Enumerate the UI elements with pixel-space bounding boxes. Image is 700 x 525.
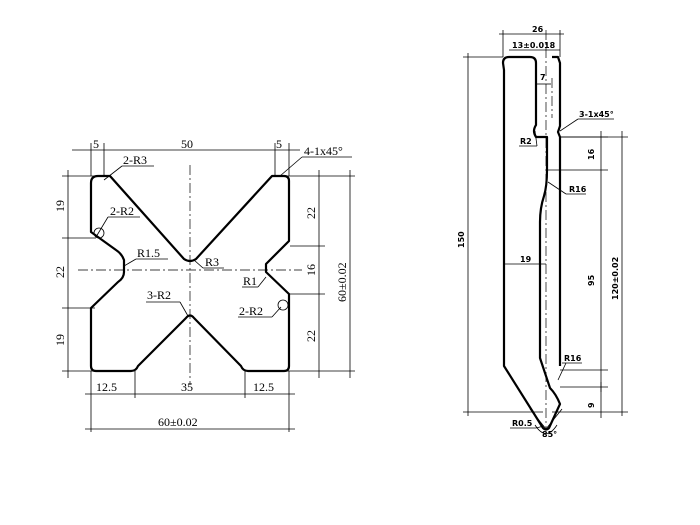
note-r0-5: R0.5 [512,419,533,428]
leader-line [559,118,579,132]
leader-line [271,306,282,318]
note-r3-center: R3 [205,255,219,269]
overall-height-label: 60±0.02 [335,262,349,302]
dim-7: 7 [540,73,546,82]
angle-arm [545,408,563,430]
leader-line [279,156,303,177]
leader-line [557,362,567,381]
dim-bottom-12-5-left: 12.5 [96,380,117,394]
note-r1-5: R1.5 [137,246,160,260]
x-block-outline [89,174,291,373]
dim-19: 19 [520,255,532,264]
leader-line [534,130,538,147]
leader-line [103,165,123,181]
dim-right-22-bottom: 22 [304,330,318,342]
dim-120-02: 120±0.02 [611,257,620,300]
leader-line [257,276,267,288]
leader-line [123,258,137,267]
note-r16-upper: R16 [569,185,587,194]
note-r1: R1 [243,274,257,288]
left-view: 5 50 5 4-1x45° 19 22 19 22 16 22 60±0.02 [53,137,355,432]
leader-line [95,216,109,238]
dim-9: 9 [587,402,596,408]
overall-width-label: 60±0.02 [158,415,198,429]
note-r2: R2 [520,137,532,146]
leader-line [193,259,204,269]
punch-profile-right-edge [552,55,562,366]
punch-profile-outline [501,55,562,431]
dim-bottom-12-5-right: 12.5 [253,380,274,394]
dim-right-22-top: 22 [304,207,318,219]
dim-right-16: 16 [304,264,318,276]
dim-150: 150 [457,231,466,248]
dim-top-5-right: 5 [276,137,282,151]
radius-marker [277,299,289,311]
angle-arc [534,424,558,434]
dim-bottom-35: 35 [181,380,193,394]
leader-line [179,301,189,317]
radius-marker [93,227,105,239]
chamfer-note-3-1x45: 3-1x45° [579,110,614,119]
dim-13-018: 13±0.018 [512,41,556,50]
right-view: 26 13±0.018 7 3-1x45° R2 16 R16 150 19 [457,25,628,439]
note-2-r3: 2-R3 [123,153,147,167]
note-2-r2-upper: 2-R2 [110,204,134,218]
note-r16-lower: R16 [564,354,582,363]
chamfer-note: 4-1x45° [304,144,343,158]
angle-85: 85° [542,430,557,439]
dim-top-5-left: 5 [93,137,99,151]
dim-26: 26 [532,25,544,34]
dim-left-19-bottom: 19 [53,334,67,346]
note-3-r2: 3-R2 [147,288,171,302]
dim-top-50: 50 [181,137,193,151]
angle-arm [529,408,547,430]
note-2-r2-right: 2-R2 [239,304,263,318]
dim-left-22: 22 [53,266,67,278]
dim-left-19-top: 19 [53,200,67,212]
dim-95: 95 [587,274,596,286]
leader-line [547,181,567,195]
dim-16: 16 [587,148,596,160]
